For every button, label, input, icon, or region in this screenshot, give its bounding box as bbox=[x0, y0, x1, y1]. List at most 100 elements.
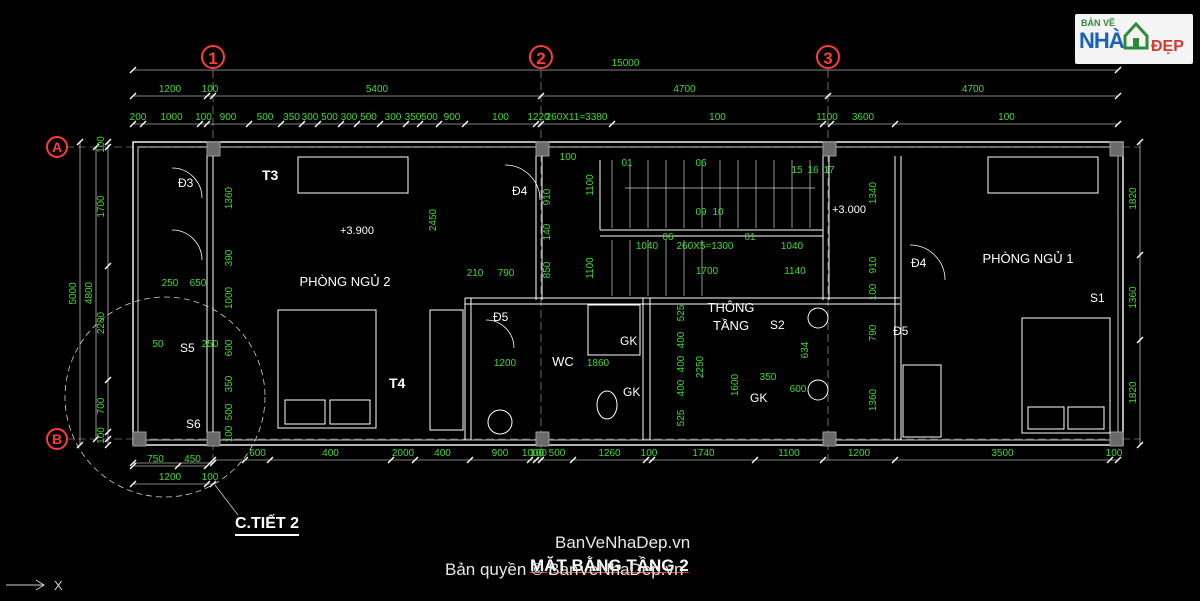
grid-bubble-row-A bbox=[46, 136, 68, 158]
dim-top-row2-label-20: 100 bbox=[998, 112, 1015, 123]
dim-interior-31: 1200 bbox=[494, 358, 517, 369]
dim-top-row1-tick-5 bbox=[1114, 92, 1122, 100]
room-label-bedroom-1: PHÒNG NGỦ 1 bbox=[982, 251, 1073, 266]
dim-bottom-row1-label-3: 2000 bbox=[392, 448, 415, 459]
dim-bottom-row1-tick-8 bbox=[537, 456, 545, 464]
dim-left-inner-tick-5 bbox=[104, 435, 112, 443]
dim-bottom-row1-label-7: 100 bbox=[530, 448, 547, 459]
dim-bottom-row1-tick-1 bbox=[241, 456, 249, 464]
dim-top-row2-tick-15 bbox=[532, 120, 540, 128]
dim-top-row2-label-17: 100 bbox=[709, 112, 726, 123]
dim-interior-3: 600 bbox=[224, 339, 235, 356]
dim-bottom-row3-tick-0 bbox=[129, 480, 137, 488]
dim-interior-6: 100 bbox=[224, 425, 235, 442]
detail-circle bbox=[64, 296, 266, 498]
dim-interior-47: 16 bbox=[807, 165, 819, 176]
dim-interior-39: 260X5=1300 bbox=[676, 241, 733, 252]
dims-layer bbox=[76, 66, 1144, 488]
pillow-2b bbox=[329, 399, 371, 425]
grid-label-col-3: 3 bbox=[823, 49, 832, 68]
dim-interior-5: 500 bbox=[224, 403, 235, 420]
dim-top-row2-label-2: 100 bbox=[195, 112, 212, 123]
watermark-site: BanVeNhaDep.vn bbox=[555, 533, 691, 552]
door-swing-0 bbox=[171, 167, 203, 199]
dim-left-inner-tick-0 bbox=[104, 138, 112, 146]
shower-tray bbox=[587, 304, 641, 356]
column-6 bbox=[822, 431, 837, 447]
dim-interior-0: 1360 bbox=[224, 186, 235, 209]
dim-top-row1-label-0: 1200 bbox=[159, 84, 182, 95]
dim-bottom-row2-tick-1 bbox=[174, 462, 182, 470]
dim-interior-50: 01 bbox=[744, 232, 756, 243]
dim-right-label-1: 1360 bbox=[1128, 286, 1139, 309]
dim-interior-10: 850 bbox=[542, 261, 553, 278]
dim-top-row2-tick-8 bbox=[337, 120, 345, 128]
dim-left-inner-tick-1 bbox=[104, 143, 112, 151]
dim-interior-30: 790 bbox=[498, 268, 515, 279]
bed-2 bbox=[277, 309, 377, 429]
dim-top-overall-tick-1 bbox=[1114, 66, 1122, 74]
ucs-icon: X bbox=[6, 578, 63, 593]
room-label-tang: TẦNG bbox=[713, 318, 749, 333]
dim-left-inner-label-2: 2200 bbox=[96, 311, 107, 334]
column-5 bbox=[535, 431, 550, 447]
dim-top-row2-tick-9 bbox=[353, 120, 361, 128]
dim-interior-37: 1040 bbox=[636, 241, 659, 252]
dim-top-row1-label-1: 100 bbox=[202, 84, 219, 95]
dim-interior-11: 100 bbox=[560, 152, 577, 163]
brand-logo: BẢN VẼ NHÀ ĐẸP bbox=[1075, 14, 1193, 64]
dim-top-row1-tick-3 bbox=[537, 92, 545, 100]
tag-5: Đ5 bbox=[493, 310, 509, 324]
dim-top-row2-label-15: 1220 bbox=[527, 112, 550, 123]
dim-right-tick-0 bbox=[1136, 138, 1144, 146]
dim-interior-49: 06 bbox=[662, 232, 674, 243]
tag-11: GK bbox=[620, 334, 637, 348]
dim-interior-32: 1860 bbox=[587, 358, 610, 369]
tag-13: GK bbox=[750, 391, 767, 405]
dim-bottom-row1-label-8: 500 bbox=[549, 448, 566, 459]
dim-bottom-row1-tick-4 bbox=[411, 456, 419, 464]
dim-left-inner-tick-3 bbox=[104, 376, 112, 384]
dim-top-row2-tick-1 bbox=[139, 120, 147, 128]
dim-top-row2-label-4: 500 bbox=[257, 112, 274, 123]
dim-top-row2-tick-2 bbox=[196, 120, 204, 128]
dim-top-row2-label-11: 350 bbox=[405, 112, 422, 123]
grid-bubble-row-B bbox=[46, 428, 68, 450]
dim-top-row2-label-10: 300 bbox=[385, 112, 402, 123]
dim-left-outer2-label-0: 4800 bbox=[84, 281, 95, 304]
dim-top-row1-tick-2 bbox=[209, 92, 217, 100]
dim-interior-8: 910 bbox=[542, 188, 553, 205]
dim-interior-42: 01 bbox=[621, 158, 633, 169]
dim-bottom-row1-label-5: 900 bbox=[492, 448, 509, 459]
dim-interior-7: 2450 bbox=[428, 208, 439, 231]
dim-left-inner-tick-2 bbox=[104, 262, 112, 270]
tag-1: T4 bbox=[389, 375, 406, 391]
dim-bottom-row2-label-0: 750 bbox=[147, 454, 164, 465]
level-mark-1: +3.900 bbox=[340, 225, 374, 237]
door-swing-2 bbox=[909, 244, 946, 281]
dim-bottom-row1-tick-15 bbox=[1106, 456, 1114, 464]
tag-6: Đ5 bbox=[893, 324, 909, 338]
column-7 bbox=[1109, 431, 1124, 447]
dim-interior-13: 1100 bbox=[585, 257, 596, 279]
dim-left-inner-label-3: 700 bbox=[96, 397, 107, 414]
wardrobe-1 bbox=[902, 364, 942, 438]
pillow-1a bbox=[1027, 406, 1065, 430]
dim-interior-45: 10 bbox=[712, 207, 724, 218]
dim-left-inner-tick-4 bbox=[104, 428, 112, 436]
detail-leader bbox=[214, 484, 239, 516]
dim-bottom-row1-tick-11 bbox=[648, 456, 656, 464]
dim-bottom-row1-tick-10 bbox=[642, 456, 650, 464]
tag-9: S5 bbox=[180, 341, 195, 355]
dim-left-inner-label-4: 100 bbox=[96, 427, 107, 444]
dim-top-row2-tick-6 bbox=[298, 120, 306, 128]
dim-interior-18: 1360 bbox=[868, 388, 879, 411]
dim-bottom-row1-tick-7 bbox=[532, 456, 540, 464]
tag-3: Đ4 bbox=[512, 184, 528, 198]
dim-right-label-2: 1820 bbox=[1128, 381, 1139, 404]
dim-top-row1-tick-4 bbox=[824, 92, 832, 100]
dim-top-row2-label-9: 500 bbox=[360, 112, 377, 123]
dim-interior-46: 15 bbox=[791, 165, 803, 176]
dim-top-row2-tick-4 bbox=[245, 120, 253, 128]
